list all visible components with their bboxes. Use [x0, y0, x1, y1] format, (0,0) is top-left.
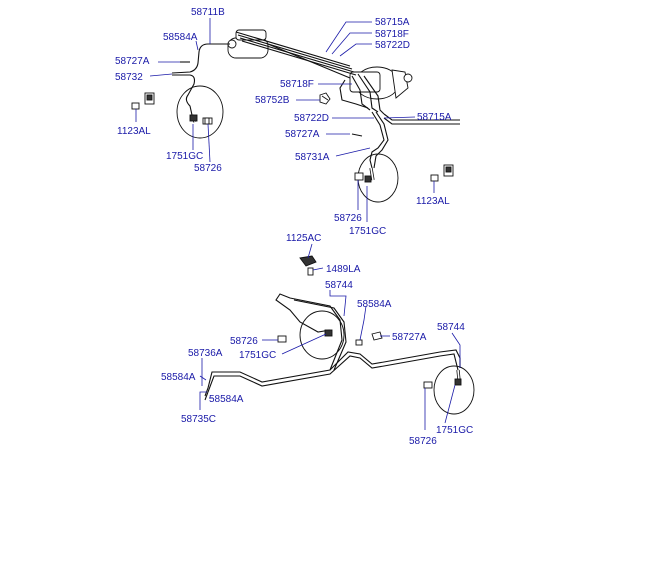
label-58726-rear-right: 58726	[409, 436, 437, 447]
clip-1125ac	[299, 255, 317, 276]
label-58727a-rear: 58727A	[392, 332, 427, 343]
label-58727a-front-left: 58727A	[115, 56, 150, 67]
label-1489la: 1489LA	[326, 264, 361, 275]
front-right-disc	[354, 153, 399, 203]
front-left-brake-line	[171, 43, 230, 123]
label-1123al-right: 1123AL	[416, 196, 450, 207]
leader-lines	[135, 18, 461, 430]
label-58584a-rear-left: 58584A	[161, 372, 196, 383]
bolt-1123al-left	[131, 92, 155, 110]
label-58735c: 58735C	[181, 414, 216, 425]
label-1751gc-rear-left: 1751GC	[239, 350, 276, 361]
brake-booster	[349, 66, 413, 100]
label-58718f-top: 58718F	[375, 29, 409, 40]
bolt-1123al-right	[430, 164, 454, 182]
label-58732: 58732	[115, 72, 143, 83]
fitting-58727a-rear	[355, 331, 383, 346]
label-58726-front-right: 58726	[334, 213, 362, 224]
label-58744-rear-right: 58744	[437, 322, 465, 333]
label-1125ac: 1125AC	[286, 233, 321, 244]
label-58731a: 58731A	[295, 152, 330, 163]
label-58727a-front-right: 58727A	[285, 129, 320, 140]
label-58744-rear-left: 58744	[325, 280, 353, 291]
label-58584a-rear-right: 58584A	[357, 299, 392, 310]
label-58715a-right: 58715A	[417, 112, 452, 123]
label-58722d-top: 58722D	[375, 40, 410, 51]
rear-brake-line-assembly	[204, 293, 475, 415]
rear-left-disc	[277, 310, 345, 360]
front-left-disc	[176, 85, 224, 139]
label-58726-front-left: 58726	[194, 163, 222, 174]
label-1751gc-front-left: 1751GC	[166, 151, 203, 162]
front-brake-line-assembly	[131, 29, 460, 203]
label-1751gc-rear-right: 1751GC	[436, 425, 473, 436]
label-58726-rear-left: 58726	[230, 336, 258, 347]
label-58711b: 58711B	[191, 7, 225, 18]
label-1123al-left: 1123AL	[117, 126, 151, 137]
label-58584a-rear-lower: 58584A	[209, 394, 244, 405]
label-58715a-top: 58715A	[375, 17, 410, 28]
clip-58752b	[319, 92, 331, 105]
label-58718f-mid: 58718F	[280, 79, 314, 90]
label-1751gc-front-right: 1751GC	[349, 226, 386, 237]
front-right-brake-line	[339, 73, 460, 181]
label-58584a-front: 58584A	[163, 32, 198, 43]
label-58722d-mid: 58722D	[294, 113, 329, 124]
pipe-bundle	[235, 31, 357, 79]
label-58752b: 58752B	[255, 95, 290, 106]
callout-labels: 58711B 58584A 58727A 58732 1123AL 1751GC…	[115, 7, 473, 447]
rear-right-disc	[423, 365, 475, 415]
label-58736a: 58736A	[188, 348, 223, 359]
